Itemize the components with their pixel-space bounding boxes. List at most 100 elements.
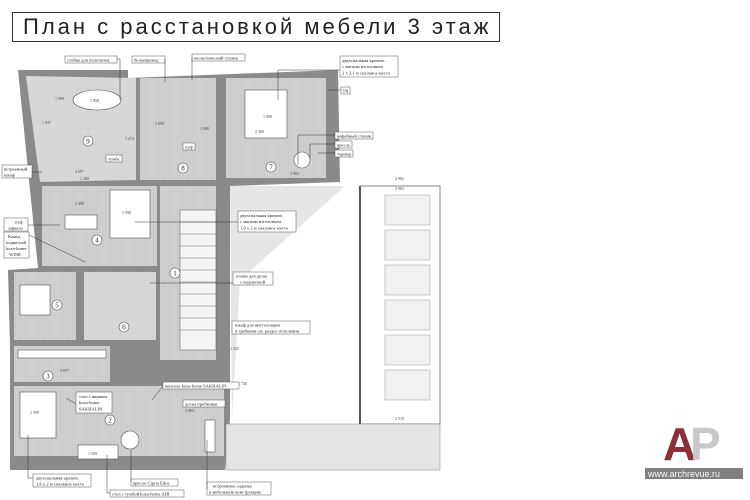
svg-text:кресло: кресло: [337, 143, 351, 148]
svg-text:koza-home: koza-home: [6, 246, 26, 251]
svg-text:1,6 x 2 м спальное место: 1,6 x 2 м спальное место: [240, 226, 289, 232]
svg-text:А: А: [663, 418, 696, 470]
svg-text:SAKHALIN: SAKHALIN: [79, 407, 103, 412]
svg-text:в мебельную конструкцию: в мебельную конструкцию: [209, 490, 262, 495]
svg-text:двухспальная кровать: двухспальная кровать: [36, 476, 79, 481]
wardrobe-room-3: [17, 349, 107, 359]
svg-text:кофейный столик: кофейный столик: [337, 134, 372, 139]
svg-text:1 590: 1 590: [122, 210, 131, 215]
svg-text:Комод: Комод: [8, 234, 21, 239]
armchair-room-7: [293, 151, 311, 169]
callout-towel-rack: стойка для полотенец: [64, 55, 121, 100]
svg-text:пуф: пуф: [185, 145, 193, 150]
svg-text:торшер: торшер: [337, 152, 352, 157]
svg-text:ТВ: ТВ: [343, 89, 349, 94]
svg-text:косметический столик: косметический столик: [194, 56, 239, 61]
callout-armchair-edra: кресло Cipria Edra: [130, 450, 179, 487]
logo-url: www.archrevue.ru: [647, 469, 720, 479]
room-8-dressing: [140, 78, 216, 180]
dimension-labels: 1 850 1 909 1 937 4 697 1 280 1 474 1 90…: [30, 96, 404, 456]
callouts: стойка для полотенец бельепровод космети…: [1, 53, 399, 498]
callout-vanity-table: косметический столик: [191, 53, 246, 80]
svg-text:двухспальная кровать: двухспальная кровать: [240, 213, 283, 218]
svg-text:1 509: 1 509: [88, 451, 97, 456]
svg-text:подвесной: подвесной: [6, 240, 27, 245]
svg-text:зеркало: зеркало: [8, 226, 24, 231]
svg-text:2 963: 2 963: [290, 171, 299, 176]
svg-text:2 x 2,1 м спальное место: 2 x 2,1 м спальное место: [342, 71, 391, 77]
svg-text:с мягким изголовьем: с мягким изголовьем: [240, 219, 281, 224]
svg-text:встроенное сиденье: встроенное сиденье: [213, 484, 252, 489]
built-in-seat: [204, 419, 216, 453]
callout-console: консоль koza-home SAKHALIN: [151, 381, 240, 401]
svg-text:доска пробковая: доска пробковая: [185, 402, 218, 407]
svg-text:тумба: тумба: [108, 157, 119, 162]
svg-text:1 937: 1 937: [42, 120, 51, 125]
callout-laundry-chute: бельепровод: [131, 55, 166, 82]
svg-text:1 909: 1 909: [55, 96, 64, 101]
room-number-9: 9: [86, 138, 90, 146]
svg-text:1 900: 1 900: [263, 114, 272, 119]
room-number-5: 5: [55, 302, 59, 310]
svg-text:стойка для полотенец: стойка для полотенец: [67, 58, 110, 63]
svg-text:1 730: 1 730: [238, 381, 247, 386]
room-number-2: 2: [108, 417, 112, 425]
archrevue-logo: А Р www.archrevue.ru: [645, 418, 743, 479]
bed-room-4: [109, 189, 151, 239]
svg-text:2 963: 2 963: [395, 186, 404, 191]
room-number-6: 6: [122, 324, 126, 332]
svg-text:1 680: 1 680: [200, 126, 209, 131]
callout-tv: ТВ: [328, 86, 351, 95]
svg-text:3 977: 3 977: [60, 368, 69, 373]
bathtub: [72, 89, 122, 111]
svg-text:шкаф для инсталляции: шкаф для инсталляции: [235, 323, 280, 328]
svg-text:шкаф: шкаф: [4, 173, 15, 178]
room-number-7: 7: [269, 164, 273, 172]
bed-room-2: [19, 391, 57, 439]
bed-room-5: [19, 284, 51, 316]
svg-text:WINE: WINE: [9, 252, 21, 257]
double-height-void: [230, 186, 345, 420]
svg-text:бельепровод: бельепровод: [134, 58, 159, 63]
callout-armchair: кресло: [309, 140, 353, 158]
svg-text:2 903: 2 903: [185, 408, 194, 413]
terrace: [225, 185, 441, 471]
svg-text:2 300: 2 300: [255, 129, 264, 134]
svg-text:стол с ящиком: стол с ящиком: [79, 394, 107, 399]
svg-text:1 850: 1 850: [90, 98, 99, 103]
callout-cork-board: доска пробковая: [182, 399, 226, 408]
bed-room-7: [244, 89, 288, 139]
svg-text:кресло Cipria Edra: кресло Cipria Edra: [133, 481, 169, 486]
svg-text:1 390: 1 390: [75, 201, 84, 206]
svg-text:и гребенки см. раздел отоплени: и гребенки см. раздел отопления: [235, 329, 300, 334]
svg-text:2 519: 2 519: [395, 416, 404, 421]
svg-text:koza-home: koza-home: [79, 400, 99, 405]
svg-text:4 697: 4 697: [75, 169, 84, 174]
svg-text:двухспальная кровать: двухспальная кровать: [342, 58, 385, 63]
svg-text:консоль koza-home SAKHALIN: консоль koza-home SAKHALIN: [165, 384, 227, 389]
callout-desk-air: стол с тумбой koza-home AIR: [106, 455, 185, 498]
svg-text:с подсветкой: с подсветкой: [240, 280, 266, 285]
room-number-8: 8: [181, 165, 185, 173]
desk-room-4: [64, 214, 98, 230]
svg-text:с мягким изголовьем: с мягким изголовьем: [342, 64, 383, 69]
svg-text:1 325: 1 325: [230, 346, 239, 351]
armchair-edra: [120, 430, 140, 450]
svg-text:1,6 x 2 м спальное место: 1,6 x 2 м спальное место: [36, 482, 85, 488]
svg-text:1 280: 1 280: [80, 176, 89, 181]
svg-text:2 982: 2 982: [395, 176, 404, 181]
svg-text:1 599: 1 599: [30, 410, 39, 415]
callout-pouf: пуф: [182, 142, 196, 151]
desk-room-2: [77, 444, 119, 460]
room-number-4: 4: [95, 237, 99, 245]
